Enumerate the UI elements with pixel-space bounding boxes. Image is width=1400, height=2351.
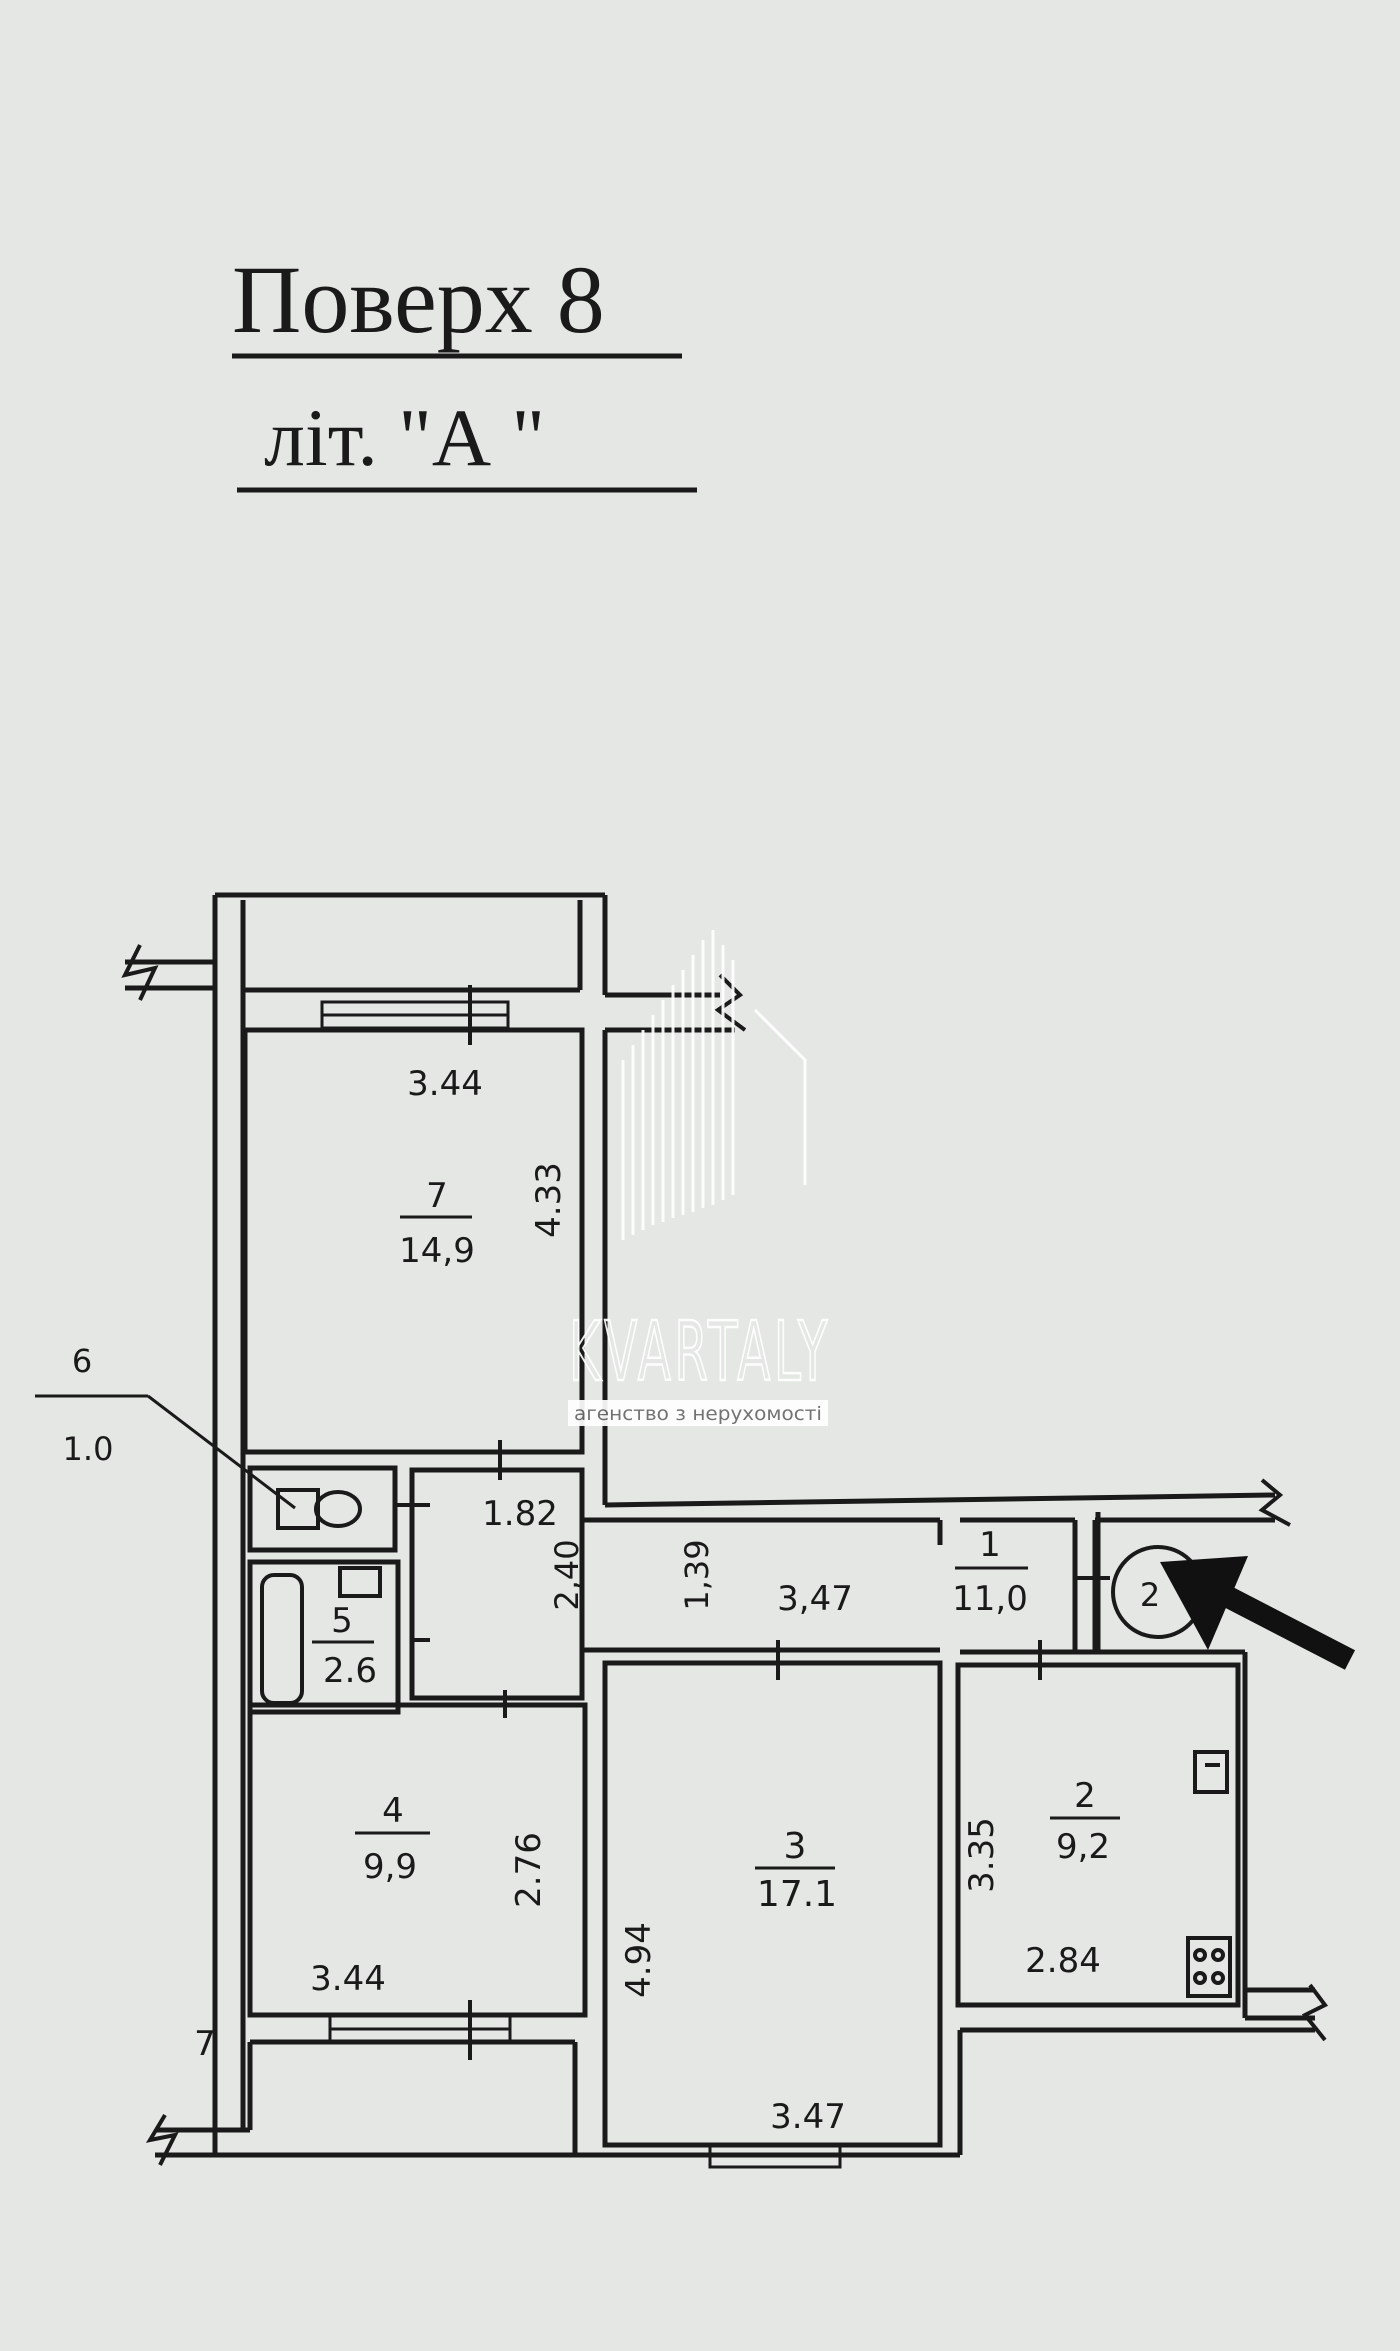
room-1-area: 11,0 [952, 1579, 1028, 1619]
dim-room4-depth: 2.76 [509, 1832, 549, 1908]
sink-icon [338, 1566, 382, 1598]
shaft-number: 2 [1140, 1576, 1160, 1614]
title-letter: літ. "А " [264, 392, 545, 483]
dim-room7-width: 3.44 [407, 1064, 483, 1104]
dim-corridor-depth: 1,39 [678, 1539, 716, 1610]
dim-room3-depth: 4.94 [619, 1922, 659, 1998]
dim-room7-depth: 4.33 [529, 1162, 569, 1238]
room-6-number: 6 [72, 1342, 92, 1380]
dim-room2-depth: 3.35 [962, 1817, 1002, 1893]
room-6-area: 1.0 [63, 1430, 114, 1468]
fixtures [260, 1488, 1232, 1998]
room-2-area: 9,2 [1056, 1827, 1110, 1867]
dim-corridor-length: 3,47 [777, 1579, 853, 1619]
room-labels: 7 14,9 6 1.0 5 2.6 1 11,0 4 9,9 3 17.1 2… [63, 1176, 1161, 2064]
walls [125, 892, 1315, 2158]
windows [320, 1000, 842, 2169]
watermark-brand: KVARTALY [569, 1305, 831, 1400]
corner-number: 7 [194, 2024, 216, 2064]
room-4-area: 9,9 [363, 1847, 417, 1887]
plan-title: Поверх 8 літ. "А " [232, 246, 697, 493]
break-marks [121, 944, 1329, 2166]
stove-icon [1186, 1936, 1232, 1998]
watermark: KVARTALY агенство з нерухомості [568, 930, 831, 1426]
dim-room3-width: 3.47 [770, 2097, 846, 2137]
toilet-icon [276, 1488, 362, 1530]
room-7-number: 7 [426, 1176, 448, 1216]
dim-hall-depth: 2,40 [548, 1539, 586, 1610]
door-marks [395, 985, 1110, 2060]
title-floor: Поверх 8 [232, 246, 605, 353]
room-7-area: 14,9 [399, 1231, 475, 1271]
watermark-logo-icon [621, 930, 807, 1240]
dim-room4-width: 3.44 [310, 1959, 386, 1999]
dimension-labels: 3.44 4.33 1.82 2,40 1,39 3,47 2.76 3.44 … [310, 1064, 1101, 2137]
watermark-tagline: агенство з нерухомості [574, 1403, 822, 1425]
room-5-area: 2.6 [323, 1651, 377, 1691]
pointer-arrow-icon [1160, 1556, 1356, 1670]
bathtub-icon [260, 1573, 304, 1705]
room-5-number: 5 [331, 1601, 353, 1641]
watermark-tagline-bg [568, 1400, 828, 1426]
leader-room6 [35, 1394, 296, 1510]
room-1-number: 1 [979, 1525, 1001, 1565]
dim-room2-width: 2.84 [1025, 1941, 1101, 1981]
room-3-area: 17.1 [757, 1874, 837, 1915]
room-2-number: 2 [1074, 1776, 1096, 1816]
vent-icon [1193, 1750, 1229, 1794]
room-3-number: 3 [784, 1826, 807, 1867]
room-4-number: 4 [382, 1791, 404, 1831]
dim-hall-width: 1.82 [482, 1494, 558, 1534]
